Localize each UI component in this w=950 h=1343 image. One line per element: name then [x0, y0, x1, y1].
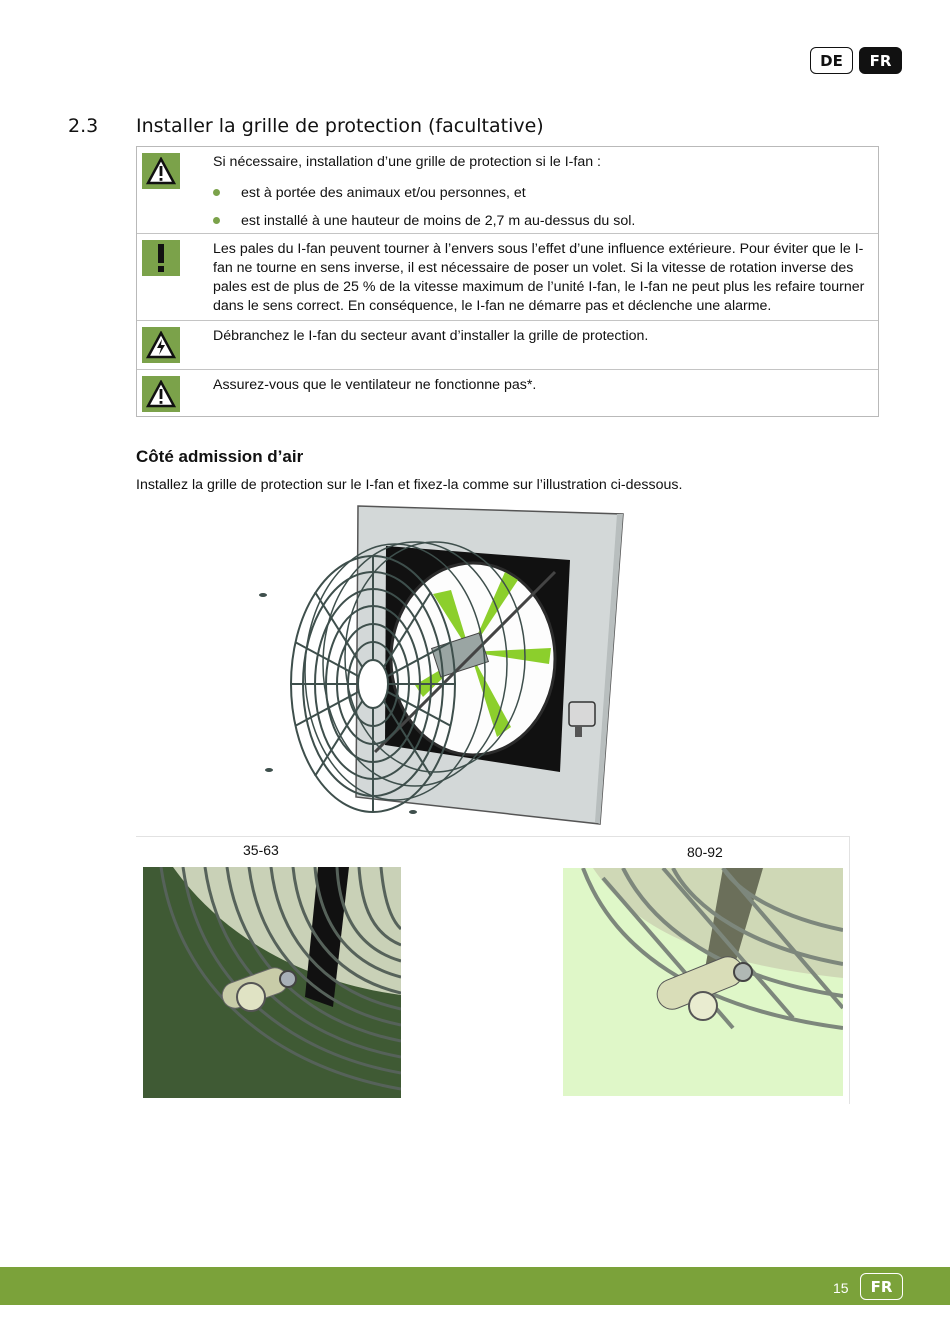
- notice-text: Assurez-vous que le ventilateur ne fonct…: [213, 377, 537, 393]
- section-number: 2.3: [68, 115, 99, 137]
- safety-notice-table: Si nécessaire, installation d’une grille…: [136, 146, 879, 417]
- list-item: est installé à une hauteur de moins de 2…: [213, 212, 872, 231]
- page-number: 15: [833, 1280, 849, 1296]
- notice-text: Les pales du I-fan peuvent tourner à l’e…: [213, 241, 865, 314]
- language-switch: DE FR: [810, 47, 902, 74]
- lang-de-button[interactable]: DE: [810, 47, 853, 74]
- footer-lang-badge: FR: [860, 1273, 903, 1300]
- mounting-detail-panel: 35-63 80-92: [136, 836, 850, 1104]
- footer-bar: [0, 1267, 950, 1305]
- detail-label-80-92: 80-92: [687, 844, 723, 860]
- detail-label-35-63: 35-63: [243, 842, 279, 858]
- subsection-text: Installez la grille de protection sur le…: [136, 477, 683, 493]
- fan-grille-illustration: [259, 505, 624, 825]
- electrical-hazard-icon: [142, 327, 180, 363]
- subsection-heading: Côté admission d’air: [136, 447, 304, 466]
- lang-fr-button[interactable]: FR: [859, 47, 902, 74]
- warning-triangle-icon: [142, 376, 180, 412]
- notice-row: Débranchez le I-fan du secteur avant d’i…: [137, 320, 878, 369]
- notice-row: Assurez-vous que le ventilateur ne fonct…: [137, 369, 878, 416]
- mounting-detail-80-92: [563, 868, 843, 1096]
- list-item: est à portée des animaux et/ou personnes…: [213, 184, 872, 203]
- section-title: Installer la grille de protection (facul…: [136, 115, 544, 137]
- notice-intro: Si nécessaire, installation d’une grille…: [213, 154, 602, 170]
- notice-row: Les pales du I-fan peuvent tourner à l’e…: [137, 233, 878, 320]
- warning-triangle-icon: [142, 153, 180, 189]
- notice-text: Débranchez le I-fan du secteur avant d’i…: [213, 328, 649, 344]
- exclamation-icon: [142, 240, 180, 276]
- mounting-detail-35-63: [143, 867, 401, 1098]
- notice-row: Si nécessaire, installation d’une grille…: [137, 147, 878, 233]
